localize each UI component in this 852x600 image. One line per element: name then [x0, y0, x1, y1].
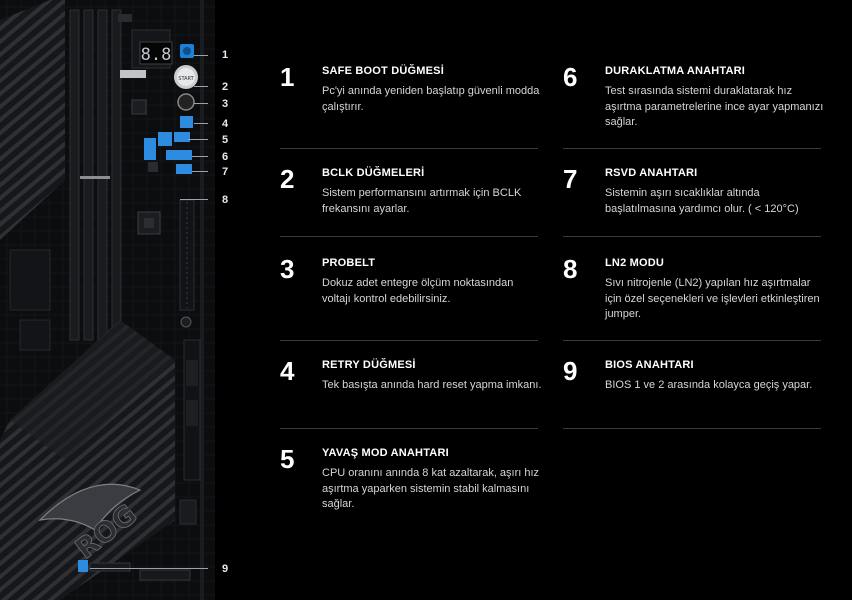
callout-number-6: 6 — [222, 151, 229, 163]
divider — [563, 236, 821, 237]
feature-description: Test sırasında sistemi duraklatarak hız … — [605, 85, 824, 128]
feature-description: CPU oranını anında 8 kat azaltarak, aşır… — [322, 467, 540, 510]
feature-title: RETRY DÜĞMESİ — [322, 359, 416, 371]
callout-leader-6 — [192, 156, 208, 157]
divider — [280, 236, 538, 237]
divider — [280, 148, 538, 149]
motherboard-illustration: 8.8 START RO — [0, 0, 215, 600]
callout-leader-2 — [194, 86, 208, 87]
feature-number: 7 — [563, 164, 578, 194]
callout-number-3: 3 — [222, 98, 229, 110]
feature-title: BIOS ANAHTARI — [605, 359, 694, 371]
callout-number-8: 8 — [222, 194, 229, 206]
feature-title: PROBELT — [322, 257, 376, 269]
feature-number: 3 — [280, 254, 295, 284]
callout-column: 1 2 3 4 5 6 7 8 9 — [90, 0, 240, 600]
feature-number: 9 — [563, 356, 578, 386]
feature-description: Sıvı nitrojenle (LN2) yapılan hız aşırtm… — [605, 277, 820, 320]
callout-number-2: 2 — [222, 81, 229, 93]
callout-leader-8 — [180, 199, 208, 200]
feature-description: Pc'yi anında yeniden başlatıp güvenli mo… — [322, 85, 540, 113]
feature-number: 6 — [563, 62, 578, 92]
feature-title: YAVAŞ MOD ANAHTARI — [322, 447, 449, 459]
callout-number-7: 7 — [222, 166, 229, 178]
feature-description: Sistemin aşırı sıcaklıklar altında başla… — [605, 187, 799, 215]
callout-leader-3 — [194, 103, 208, 104]
feature-number: 1 — [280, 62, 295, 92]
callout-leader-9 — [90, 568, 208, 569]
feature-title: LN2 MODU — [605, 257, 665, 269]
feature-description: Tek basışta anında hard reset yapma imka… — [322, 379, 542, 391]
divider — [280, 340, 538, 341]
feature-title: DURAKLATMA ANAHTARI — [605, 65, 746, 77]
feature-number: 5 — [280, 444, 295, 474]
callout-leader-4 — [194, 123, 208, 124]
callout-leader-7 — [192, 171, 208, 172]
feature-description: Dokuz adet entegre ölçüm noktasından vol… — [322, 277, 514, 305]
callout-number-5: 5 — [222, 134, 229, 146]
feature-title: SAFE BOOT DÜĞMESİ — [322, 65, 444, 77]
feature-description: BIOS 1 ve 2 arasında kolayca geçiş yapar… — [605, 379, 813, 391]
callout-leader-1 — [194, 55, 208, 56]
callout-number-9: 9 — [222, 563, 229, 575]
feature-number: 2 — [280, 164, 295, 194]
debug-display-text: 8.8 — [141, 45, 172, 65]
divider — [563, 148, 821, 149]
feature-description: Sistem performansını artırmak için BCLK … — [322, 187, 522, 215]
start-button-label: START — [178, 76, 194, 82]
callout-number-4: 4 — [222, 118, 229, 130]
divider — [563, 340, 821, 341]
feature-title: BCLK DÜĞMELERİ — [322, 167, 425, 179]
feature-number: 4 — [280, 356, 295, 386]
divider — [563, 428, 821, 429]
callout-number-1: 1 — [222, 49, 229, 61]
callout-leader-5 — [188, 139, 208, 140]
divider — [280, 428, 538, 429]
feature-number: 8 — [563, 254, 578, 284]
feature-title: RSVD ANAHTARI — [605, 167, 698, 179]
motherboard-image: 8.8 START RO — [0, 0, 215, 600]
